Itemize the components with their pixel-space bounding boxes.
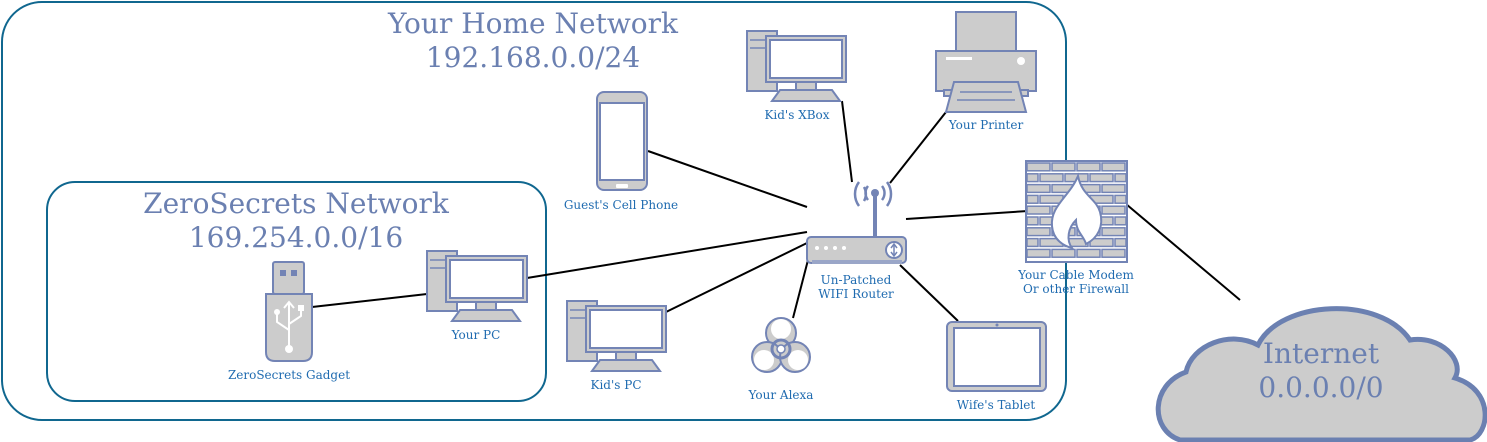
firewall-brick: [1026, 237, 1039, 248]
firewall-brick: [1039, 173, 1064, 183]
your-pc-computer-icon: [426, 250, 528, 322]
firewall-brick: [1089, 173, 1114, 183]
gadget-label: ZeroSecrets Gadget: [228, 368, 350, 382]
firewall-brick: [1026, 183, 1051, 194]
usb-gadget-icon: [265, 261, 313, 362]
link-printer-router: [889, 111, 947, 184]
router-label-line2: WIFI Router: [818, 287, 894, 301]
link-tablet-router: [899, 264, 959, 322]
firewall-brick: [1101, 162, 1126, 172]
tablet-label: Wife's Tablet: [957, 398, 1036, 412]
link-xbox-router: [841, 100, 853, 183]
firewall-label-line1: Your Cable Modem: [1017, 268, 1134, 282]
printer-label: Your Printer: [948, 118, 1024, 132]
internet-cloud-icon: [1155, 306, 1487, 442]
cell-phone-label: Guest's Cell Phone: [564, 198, 678, 212]
link-firewall-internet: [1125, 203, 1241, 301]
xbox-computer-icon: [746, 30, 847, 102]
link-kidspc-router: [665, 242, 808, 313]
firewall-label-line2: Or other Firewall: [1023, 282, 1129, 296]
firewall-brick: [1051, 248, 1076, 258]
link-router-firewall: [905, 210, 1029, 220]
firewall-brick: [1026, 162, 1051, 172]
alexa-label: Your Alexa: [748, 388, 814, 402]
kids-pc-computer-icon: [566, 300, 667, 372]
firewall-brick: [1051, 162, 1076, 172]
connections: [311, 100, 1241, 322]
zerosecrets-network-subnet: 169.254.0.0/16: [189, 221, 403, 254]
firewall-brick: [1026, 173, 1039, 183]
cell-phone-icon: [596, 91, 648, 191]
zerosecrets-network-container: [46, 181, 547, 402]
your-pc-label: Your PC: [451, 328, 501, 342]
internet-title: Internet: [1263, 337, 1380, 370]
firewall-brick: [1101, 248, 1126, 258]
firewall-brick: [1114, 237, 1127, 248]
firewall-brick: [1101, 183, 1126, 194]
firewall-brick: [1026, 248, 1051, 258]
wifi-router-icon: [806, 181, 907, 264]
firewall-brick: [1026, 205, 1051, 215]
link-alexa-router: [792, 259, 809, 319]
firewall-brick: [1026, 194, 1039, 204]
home-network-subnet: 192.168.0.0/24: [426, 41, 640, 74]
printer-icon: [935, 11, 1037, 113]
kids-pc-label: Kid's PC: [590, 378, 641, 392]
link-phone-router: [647, 150, 808, 208]
firewall-icon: [1025, 160, 1128, 263]
link-yourpc-router: [526, 231, 808, 279]
link-gadget-yourpc: [311, 293, 428, 308]
firewall-brick: [1101, 227, 1126, 237]
firewall-brick: [1026, 227, 1051, 237]
firewall-brick: [1076, 248, 1101, 258]
firewall-brick: [1076, 162, 1101, 172]
internet-subnet: 0.0.0.0/0: [1258, 371, 1383, 404]
zerosecrets-network-title: ZeroSecrets Network: [143, 187, 450, 220]
router-label-line1: Un-Patched: [821, 273, 892, 287]
firewall-brick: [1114, 194, 1127, 204]
xbox-label: Kid's XBox: [764, 108, 829, 122]
tablet-icon: [946, 321, 1047, 392]
firewall-brick: [1026, 216, 1039, 226]
firewall-brick: [1114, 216, 1127, 226]
biohazard-alexa-icon: [751, 317, 811, 373]
firewall-brick: [1101, 205, 1126, 215]
firewall-brick: [1114, 173, 1127, 183]
home-network-title: Your Home Network: [387, 7, 679, 40]
